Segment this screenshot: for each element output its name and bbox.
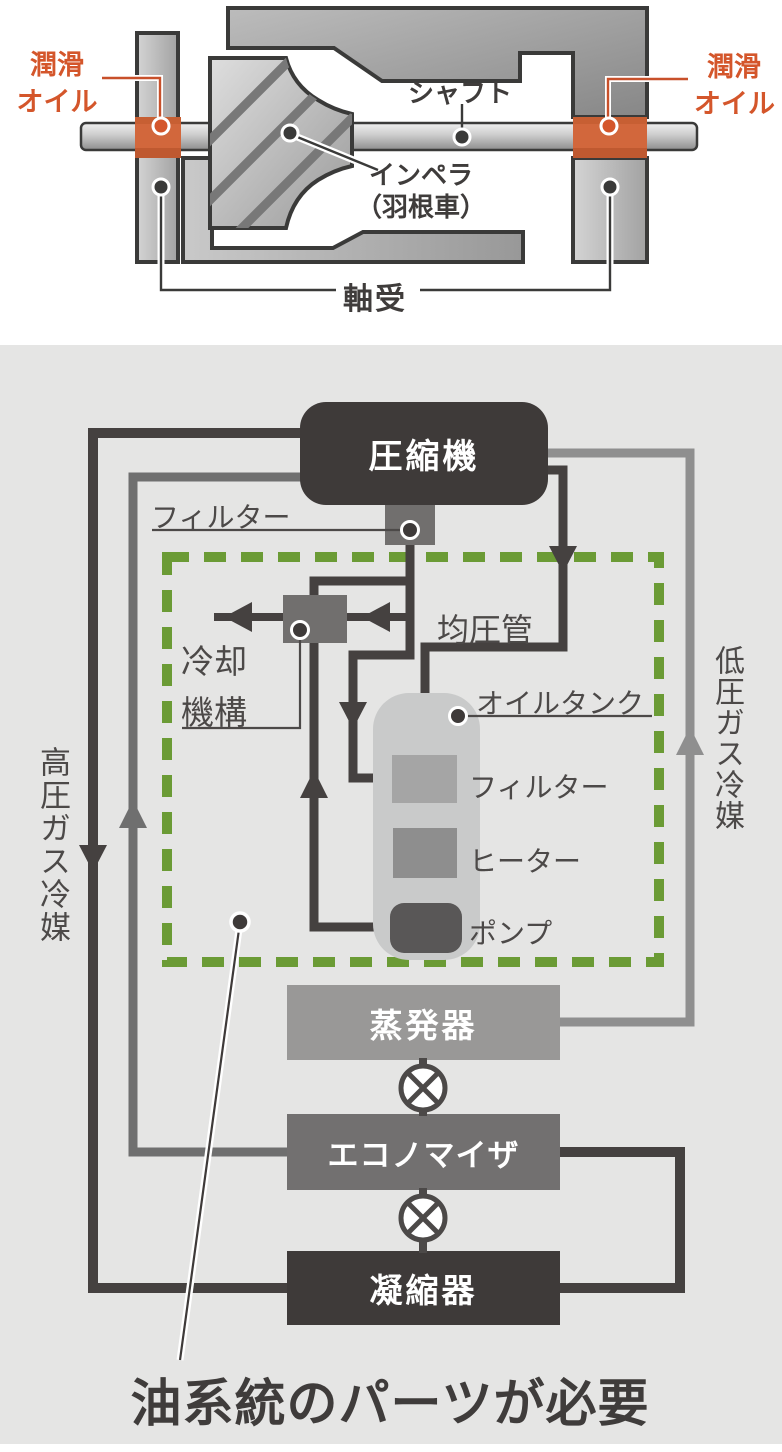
impeller-label-line2: （羽根車）: [355, 193, 486, 223]
oil-supply-arrow-down: [339, 702, 367, 729]
compressor-box: [300, 402, 548, 505]
heater-label: ヒーター: [469, 845, 582, 878]
cooling-label-line1: 冷却: [181, 642, 247, 681]
shaft-label: シャフト: [408, 79, 513, 109]
impeller-leader: [280, 123, 380, 174]
high-pressure-gas-label: 高圧ガス冷媒: [34, 746, 70, 944]
filter-top-label: フィルター: [151, 501, 291, 534]
economizer-arrow-up: [119, 800, 147, 828]
expansion-valve-1: [398, 1058, 448, 1116]
equalizing-pipe: [420, 465, 568, 695]
low-pressure-gas-label: 低圧ガス冷媒: [709, 645, 744, 831]
pump-arrow-up: [300, 770, 328, 798]
cooling-label-line2: 機構: [181, 693, 247, 732]
caption-title: 油系統のパーツが必要: [130, 1375, 650, 1434]
tank-filter-box: [392, 755, 457, 803]
bearing-leader: [151, 177, 620, 292]
lube-left-leader: [102, 75, 171, 136]
liquid-loop-pipe: [560, 1147, 685, 1293]
equalizing-arrow-down: [549, 546, 577, 573]
low-pressure-arrow-up: [676, 727, 704, 755]
flow-diagram: [0, 345, 782, 1444]
lube-oil-label-left: 潤滑 オイル: [16, 47, 98, 121]
condenser-box: [287, 1251, 560, 1325]
equalizing-pipe-label: 均圧管: [437, 611, 534, 649]
economizer-label: エコノマイザ: [327, 1137, 520, 1174]
cooling-mechanism-label: 冷却 機構: [181, 636, 247, 738]
cooling-flow-arrows: [214, 602, 410, 632]
lube-oil-left-line1: 潤滑: [30, 50, 84, 81]
oil-tank-label-leader: [448, 706, 652, 726]
oil-system-dashed-box: [162, 552, 664, 967]
oil-branch-to-cooling: [309, 576, 410, 600]
compressor-label: 圧縮機: [368, 437, 480, 477]
filter-label-leader: [152, 520, 420, 540]
impeller-label: インペラ （羽根車）: [346, 160, 496, 224]
shaft-cross-section: [79, 6, 699, 292]
lube-oil-label-right: 潤滑 オイル: [694, 49, 775, 123]
lube-oil-right-line1: 潤滑: [707, 52, 761, 83]
high-pressure-arrow-down: [79, 845, 107, 872]
lube-oil-right-line2: オイル: [694, 89, 775, 120]
evaporator-label: 蒸発器: [369, 1005, 478, 1045]
economizer-box: [287, 1114, 560, 1190]
pump-label: ポンプ: [469, 917, 553, 950]
oil-tank-label: オイルタンク: [476, 687, 645, 720]
bearing-label: 軸受: [343, 282, 407, 317]
condenser-label: 凝縮器: [369, 1271, 478, 1310]
tank-pump-box: [390, 903, 462, 953]
pump-pipe: [309, 641, 392, 932]
tank-filter-label: フィルター: [469, 771, 609, 804]
lube-oil-left-line2: オイル: [16, 87, 98, 118]
lube-right-leader: [599, 76, 688, 136]
tank-heater-box: [393, 828, 457, 878]
expansion-valve-2: [398, 1188, 448, 1253]
caption-leader: [176, 911, 251, 1361]
impeller-label-line1: インペラ: [368, 161, 473, 191]
evaporator-box: [287, 985, 560, 1060]
cooling-label-leader: [182, 620, 310, 730]
shaft-leader: [452, 104, 472, 147]
